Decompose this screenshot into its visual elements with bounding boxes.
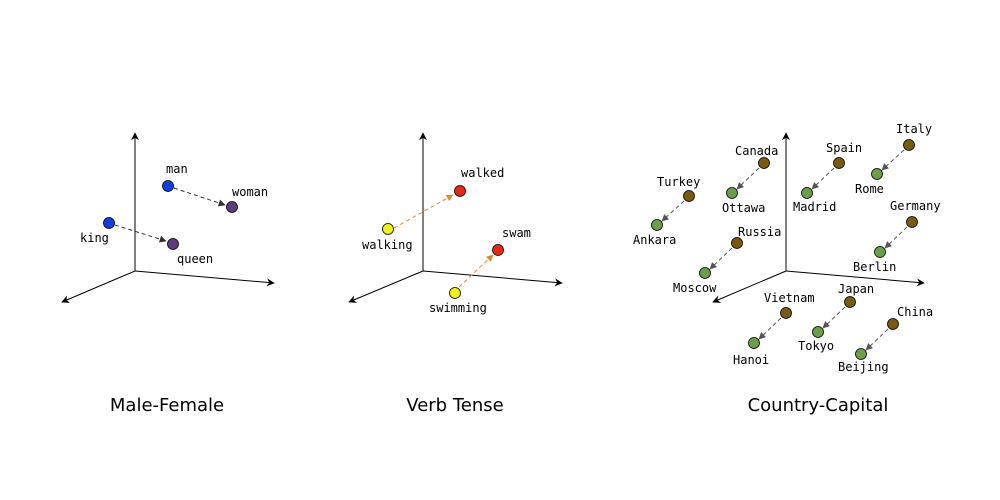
label-italy: Italy <box>896 122 932 136</box>
point-hanoi <box>748 337 760 349</box>
arrow-italy-rome <box>881 149 905 171</box>
label-ottawa: Ottawa <box>722 201 765 215</box>
point-man <box>162 180 174 192</box>
arrow-canada-ottawa <box>736 167 760 190</box>
point-beijing <box>855 348 867 360</box>
label-berlin: Berlin <box>853 260 896 274</box>
label-germany: Germany <box>890 199 941 213</box>
arrow-germany-berlin <box>884 226 908 249</box>
panel-title-male-female: Male-Female <box>110 395 224 416</box>
point-walking <box>382 223 394 235</box>
panel-title-verb-tense: Verb Tense <box>406 395 503 416</box>
label-moscow: Moscow <box>673 281 717 295</box>
panel-title-country-capital: Country-Capital <box>748 395 889 416</box>
axes-country-capital <box>712 132 925 303</box>
point-woman <box>226 201 238 213</box>
label-rome: Rome <box>855 182 884 196</box>
label-ankara: Ankara <box>633 233 676 247</box>
arrow-spain-madrid <box>811 167 835 190</box>
axis-right <box>134 270 275 287</box>
arrow-swimming-swam <box>458 254 494 288</box>
label-china: China <box>897 305 933 319</box>
point-germany <box>906 216 918 228</box>
label-swimming: swimming <box>429 301 487 315</box>
axis-left <box>712 270 787 303</box>
axes-verb-tense <box>348 132 563 303</box>
label-russia: Russia <box>738 225 781 239</box>
label-hanoi: Hanoi <box>733 353 769 367</box>
point-berlin <box>874 246 886 258</box>
label-man: man <box>166 162 188 176</box>
point-walked <box>454 185 466 197</box>
point-rome <box>871 168 883 180</box>
point-italy <box>903 139 915 151</box>
arrow-king-queen <box>114 224 167 243</box>
point-china <box>887 318 899 330</box>
label-madrid: Madrid <box>793 200 836 214</box>
point-ankara <box>651 219 663 231</box>
label-japan: Japan <box>838 282 874 296</box>
panel-country-capital: Turkey Ankara Canada Ottawa Spain Madrid… <box>633 122 941 416</box>
point-swam <box>492 244 504 256</box>
arrow-china-beijing <box>865 328 889 351</box>
label-king: king <box>80 231 109 245</box>
axis-left <box>61 270 136 303</box>
point-king <box>103 217 115 229</box>
point-madrid <box>801 187 813 199</box>
label-tokyo: Tokyo <box>798 339 834 353</box>
point-moscow <box>699 267 711 279</box>
point-japan <box>844 296 856 308</box>
point-spain <box>833 157 845 169</box>
point-vietnam <box>780 307 792 319</box>
label-woman: woman <box>232 185 268 199</box>
label-queen: queen <box>177 252 213 266</box>
point-russia <box>731 237 743 249</box>
panel-verb-tense: walking walked swimming swam Verb Tense <box>348 132 563 416</box>
arrow-japan-tokyo <box>822 306 846 329</box>
point-canada <box>758 157 770 169</box>
point-queen <box>167 238 179 250</box>
point-swimming <box>449 287 461 299</box>
label-turkey: Turkey <box>657 175 700 189</box>
point-tokyo <box>812 326 824 338</box>
arrow-turkey-ankara <box>661 200 685 222</box>
point-turkey <box>683 190 695 202</box>
label-walked: walked <box>461 166 504 180</box>
arrow-man-woman <box>173 187 226 207</box>
arrow-vietnam-hanoi <box>758 317 782 340</box>
label-walking: walking <box>362 238 413 252</box>
arrow-walking-walked <box>393 194 454 229</box>
arrow-russia-moscow <box>709 247 733 270</box>
axis-right <box>422 270 563 287</box>
label-vietnam: Vietnam <box>764 291 815 305</box>
axis-right <box>785 270 925 287</box>
label-swam: swam <box>502 226 531 240</box>
axes-male-female <box>61 132 275 303</box>
panel-male-female: man woman king queen Male-Female <box>61 132 275 416</box>
label-spain: Spain <box>826 141 862 155</box>
point-ottawa <box>726 187 738 199</box>
label-canada: Canada <box>735 144 778 158</box>
label-beijing: Beijing <box>838 360 889 374</box>
axis-left <box>348 270 424 303</box>
